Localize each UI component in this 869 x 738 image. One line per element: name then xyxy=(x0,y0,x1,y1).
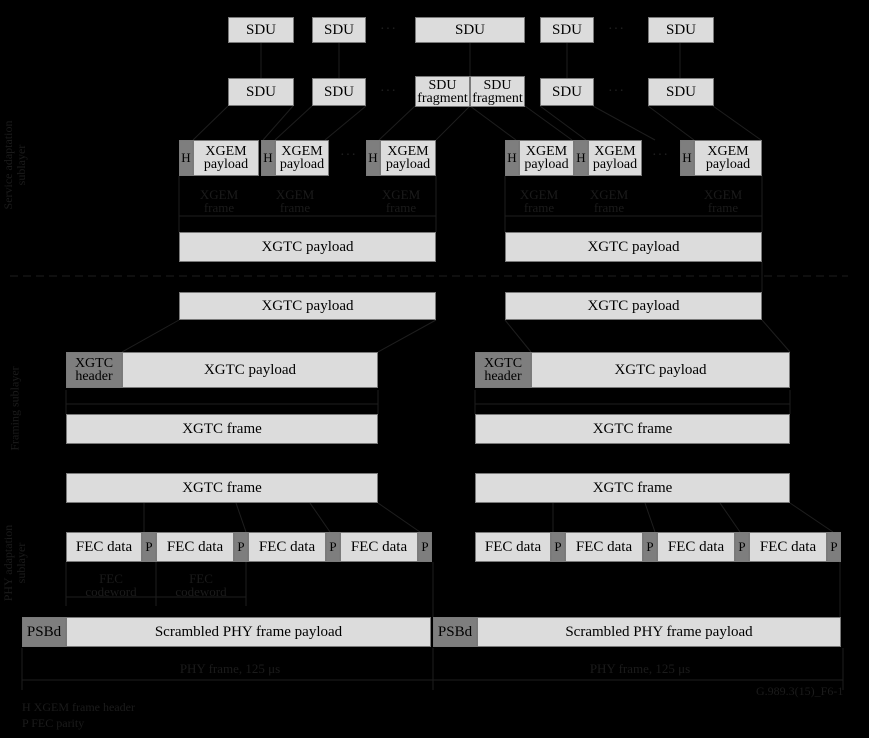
xgem-header: H xyxy=(179,140,193,176)
xgem-payload: XGEM payload xyxy=(380,140,436,176)
phy-frame-label: PHY frame, 125 μs xyxy=(179,661,281,676)
sdu-box: SDU xyxy=(540,17,594,43)
xgtc-payload: XGTC payload xyxy=(531,352,790,388)
ellipsis: ··· xyxy=(380,84,397,99)
sdu-box: SDU xyxy=(540,78,594,106)
xgtc-frame: XGTC frame xyxy=(66,473,378,503)
fec-data: FEC data xyxy=(749,532,827,562)
xgem-header: H xyxy=(261,140,275,176)
xgem-frame-label: XGEM frame xyxy=(275,187,315,215)
xgtc-header: XGTC header xyxy=(66,352,122,388)
ellipsis: ··· xyxy=(380,22,397,37)
legend-p: P FEC parity xyxy=(22,716,85,730)
xgem-frame-label: XGEM frame xyxy=(589,187,629,215)
legend-h: H XGEM frame header xyxy=(22,700,135,714)
sdu-box: SDU xyxy=(312,17,366,43)
fec-parity: P xyxy=(551,532,565,562)
fec-codeword-label: FEC codeword xyxy=(85,571,137,599)
fec-parity: P xyxy=(142,532,156,562)
fec-parity: P xyxy=(326,532,340,562)
xgem-payload: XGEM payload xyxy=(694,140,762,176)
xgem-header: H xyxy=(366,140,380,176)
xgtc-payload: XGTC payload xyxy=(505,232,762,262)
fec-parity: P xyxy=(418,532,432,562)
phy-adaptation-sublayer-label: PHY adaptation sublayer xyxy=(1,524,28,602)
ellipsis: ··· xyxy=(652,148,669,163)
xgem-frame-label: XGEM frame xyxy=(199,187,239,215)
fec-parity: P xyxy=(643,532,657,562)
xgem-payload: XGEM payload xyxy=(193,140,259,176)
xgtc-frame: XGTC frame xyxy=(66,414,378,444)
xgem-header: H xyxy=(505,140,519,176)
xgtc-frame: XGTC frame xyxy=(475,473,790,503)
scrambled-payload: Scrambled PHY frame payload xyxy=(477,617,841,647)
service-adaptation-sublayer-label: Service adaptation sublayer xyxy=(1,120,28,210)
xgem-payload: XGEM payload xyxy=(275,140,329,176)
sdu-fragment-box: SDU fragment xyxy=(415,76,470,107)
xgtc-frame: XGTC frame xyxy=(475,414,790,444)
fec-data: FEC data xyxy=(248,532,326,562)
fec-codeword-label: FEC codeword xyxy=(175,571,227,599)
scrambled-payload: Scrambled PHY frame payload xyxy=(66,617,431,647)
figure-reference: G.989.3(15)_F6-1 xyxy=(756,684,844,698)
xgem-header: H xyxy=(574,140,588,176)
psbd-block: PSBd xyxy=(433,617,477,647)
fec-data: FEC data xyxy=(565,532,643,562)
sdu-fragment-box: SDU fragment xyxy=(470,76,525,107)
xgem-frame-label: XGEM frame xyxy=(519,187,559,215)
fec-parity: P xyxy=(234,532,248,562)
xgem-frame-label: XGEM frame xyxy=(703,187,743,215)
xgem-payload: XGEM payload xyxy=(519,140,574,176)
xgem-header: H xyxy=(680,140,694,176)
fec-data: FEC data xyxy=(475,532,551,562)
sdu-box: SDU xyxy=(648,78,714,106)
xgem-frame-label: XGEM frame xyxy=(381,187,421,215)
ellipsis: ··· xyxy=(340,148,357,163)
sdu-box: SDU xyxy=(228,17,294,43)
xgem-payload: XGEM payload xyxy=(588,140,642,176)
sdu-box: SDU xyxy=(312,78,366,106)
xgtc-payload: XGTC payload xyxy=(505,292,762,320)
psbd-block: PSBd xyxy=(22,617,66,647)
fec-data: FEC data xyxy=(340,532,418,562)
ellipsis: ··· xyxy=(608,22,625,37)
sdu-box: SDU xyxy=(648,17,714,43)
ellipsis: ··· xyxy=(608,84,625,99)
fec-data: FEC data xyxy=(156,532,234,562)
xgtc-payload: XGTC payload xyxy=(122,352,378,388)
sdu-box: SDU xyxy=(228,78,294,106)
xgtc-header: XGTC header xyxy=(475,352,531,388)
fec-data: FEC data xyxy=(657,532,735,562)
fec-parity: P xyxy=(735,532,749,562)
xgtc-payload: XGTC payload xyxy=(179,232,436,262)
fec-data: FEC data xyxy=(66,532,142,562)
framing-sublayer-label: Framing sublayer xyxy=(7,366,22,451)
phy-frame-label: PHY frame, 125 μs xyxy=(589,661,691,676)
xgtc-payload: XGTC payload xyxy=(179,292,436,320)
sdu-box: SDU xyxy=(415,17,525,43)
fec-parity: P xyxy=(827,532,841,562)
